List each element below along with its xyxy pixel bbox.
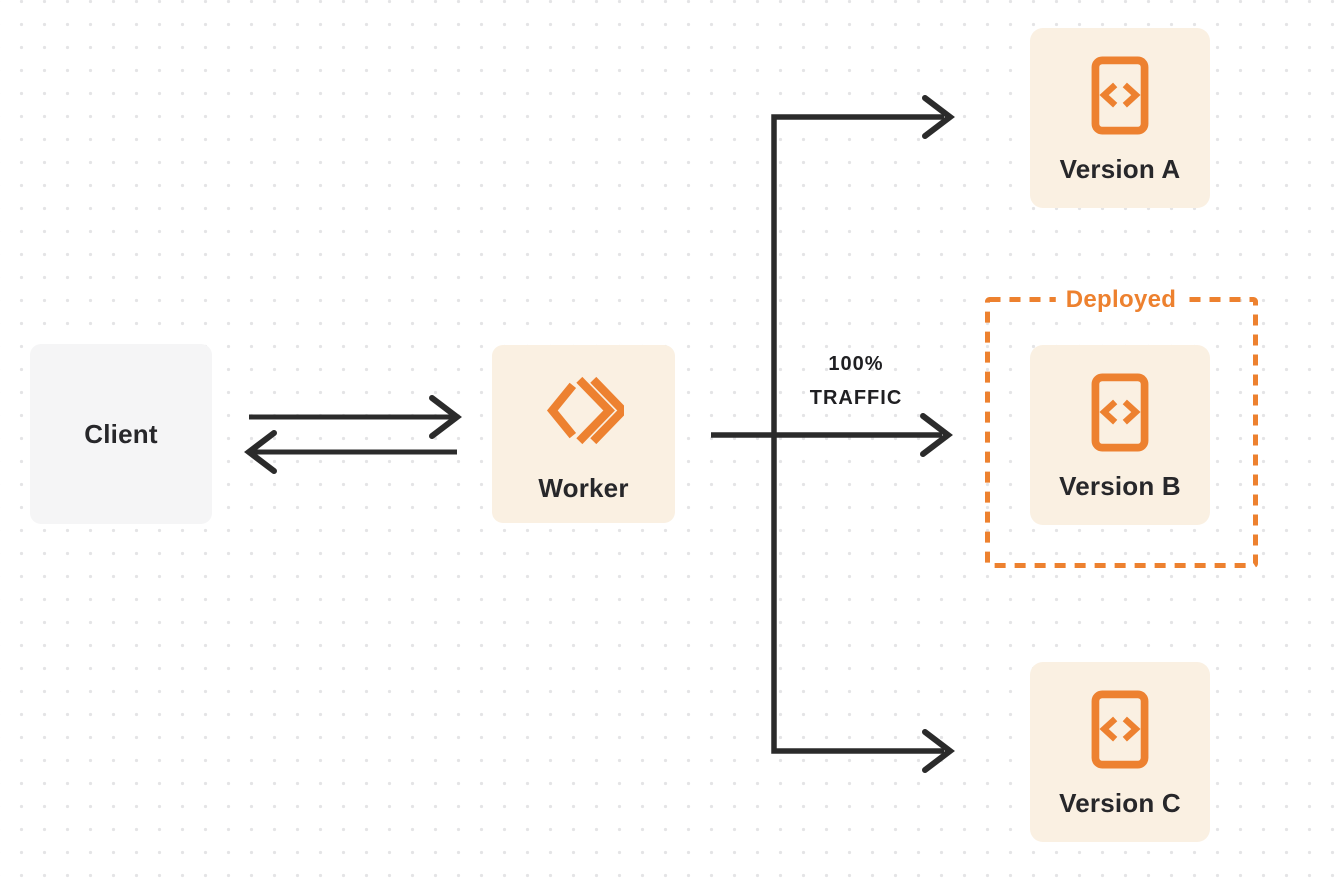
version-a-node: Version A (1030, 28, 1210, 208)
branch-arrow-top-head (922, 95, 955, 139)
version-c-label: Version C (1059, 788, 1181, 818)
client-label: Client (84, 419, 158, 449)
traffic-label: 100% TRAFFIC (810, 347, 903, 415)
request-arrow (249, 395, 462, 439)
traffic-arrow-head (920, 413, 953, 457)
branch-trunk (711, 114, 944, 754)
response-arrow (244, 430, 457, 474)
worker-node: Worker (492, 345, 675, 523)
workers-double-chevron-icon (544, 373, 629, 453)
branch-arrow-bottom-head (922, 729, 955, 773)
traffic-percent: 100% (828, 353, 884, 375)
version-b-label: Version B (1059, 471, 1181, 501)
version-c-node: Version C (1030, 662, 1210, 842)
deployed-label: Deployed (1055, 286, 1187, 314)
traffic-word: TRAFFIC (809, 387, 903, 409)
code-file-icon (1091, 56, 1149, 140)
version-b-node: Version B (1030, 345, 1210, 525)
code-file-icon (1091, 690, 1149, 774)
worker-label: Worker (538, 473, 629, 503)
code-file-icon (1091, 373, 1149, 457)
client-node: Client (30, 344, 212, 524)
version-a-label: Version A (1059, 154, 1181, 184)
